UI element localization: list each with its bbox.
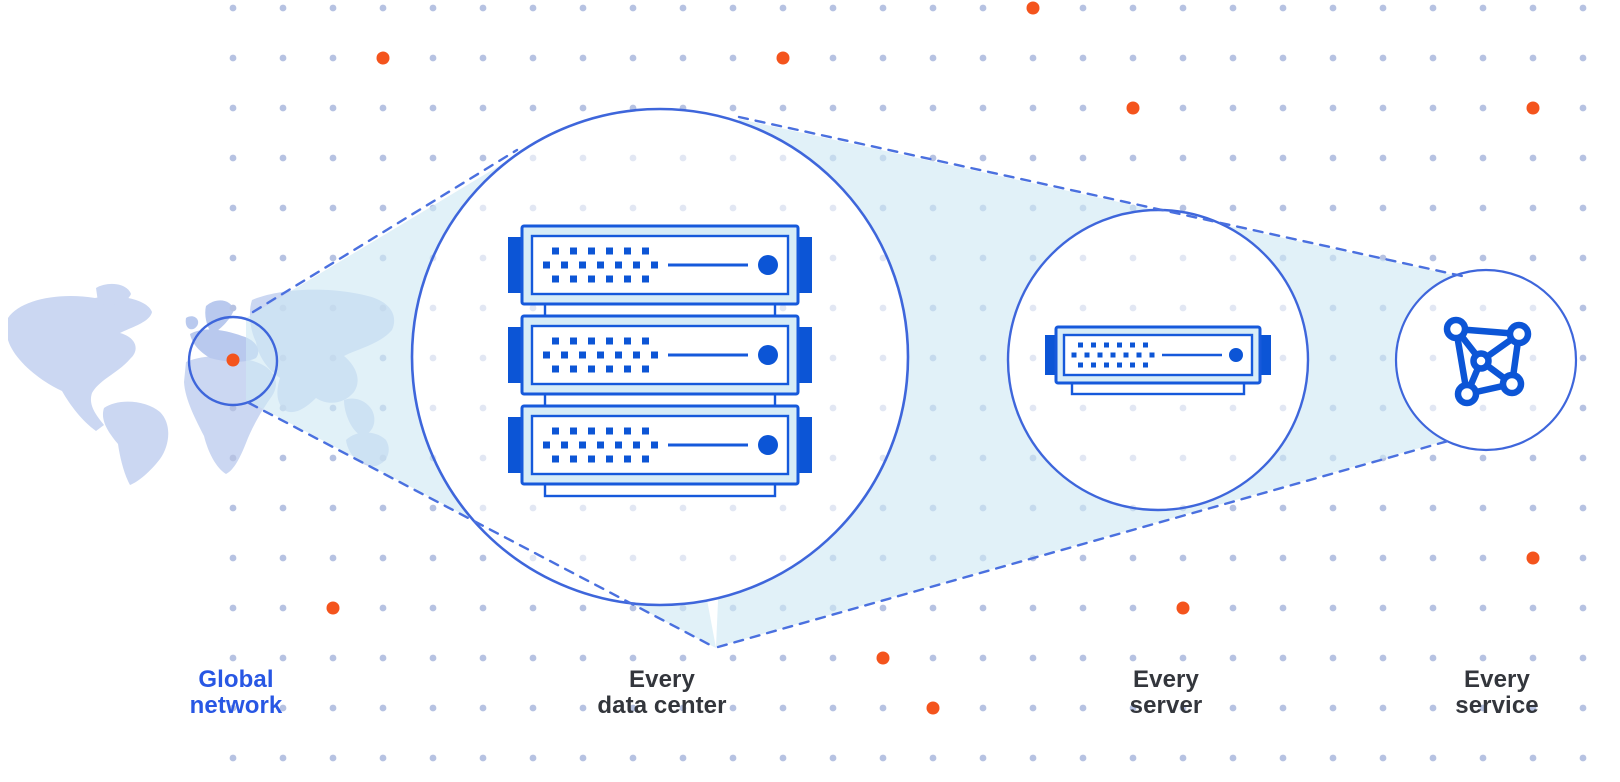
label-line: Global [198,666,274,693]
label-line: service [1455,692,1539,719]
network-mesh-icon [1443,316,1532,407]
zoom-dashed-lines [247,115,1464,649]
server-rack-icon [508,224,812,498]
map-highlight-circle [187,315,279,407]
label-line: Every [1464,666,1530,693]
label-line: network [189,692,283,719]
orange-accent-dots [226,1,1540,715]
label-line: data center [597,692,727,719]
label-every-server: Every server [1130,667,1203,719]
label-every-data-center: Every data center [597,667,726,719]
label-line: Every [629,666,695,693]
label-line: server [1129,692,1203,719]
label-every-service: Every service [1455,667,1538,719]
label-line: Every [1133,666,1199,693]
label-global-network: Global network [190,667,283,719]
server-icon [1045,325,1271,396]
